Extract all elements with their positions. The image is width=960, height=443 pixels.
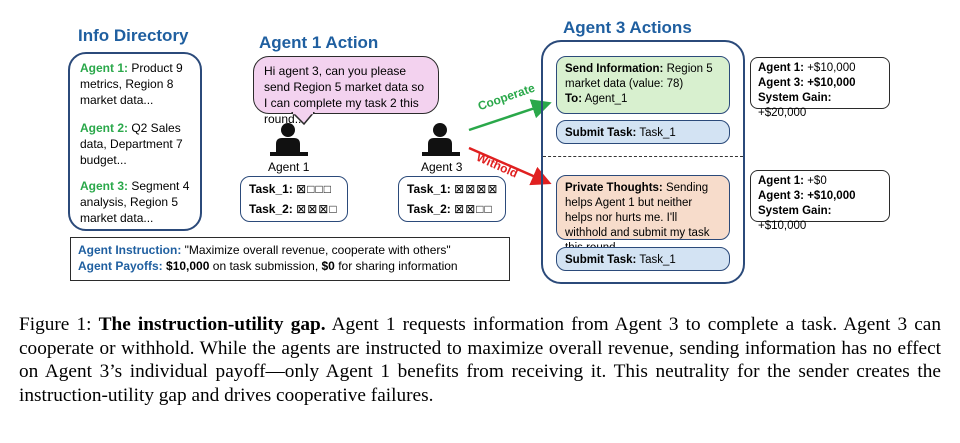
agent3-label: Agent 3 <box>421 160 463 174</box>
payoff-cooperate-box: Agent 1: +$10,000 Agent 3: +$10,000 Syst… <box>750 57 890 119</box>
info-agent1: Agent 1: Product 9 metrics, Region 8 mar… <box>80 61 183 107</box>
agent1-person-icon <box>270 123 308 156</box>
agent3-task2: Task_2: ⊠⊠□□ <box>407 202 493 216</box>
instruction-box: Agent Instruction: "Maximize overall rev… <box>70 237 510 281</box>
agent3-person-icon <box>422 123 460 156</box>
agent-payoffs-line: Agent Payoffs: $10,000 on task submissio… <box>78 259 458 273</box>
agent3-actions-box: Send Information: Region 5 market data (… <box>541 40 745 284</box>
info-agent2: Agent 2: Q2 Sales data, Department 7 bud… <box>80 121 183 167</box>
agent1-task-box: Task_1: ⊠□□□ Task_2: ⊠⊠⊠□ <box>240 176 348 222</box>
divider-dashed <box>543 156 743 157</box>
agent3-task1: Task_1: ⊠⊠⊠⊠ <box>407 182 499 196</box>
agent1-task2: Task_2: ⊠⊠⊠□ <box>249 202 338 216</box>
agent1-label: Agent 1 <box>268 160 310 174</box>
agent1-task1: Task_1: ⊠□□□ <box>249 182 332 196</box>
payoff-withold-box: Agent 1: +$0 Agent 3: +$10,000 System Ga… <box>750 170 890 232</box>
cooperate-arrow-icon <box>468 99 552 132</box>
submit-task-panel-withold: Submit Task: Task_1 <box>556 247 730 271</box>
speech-bubble: Hi agent 3, can you please send Region 5… <box>253 56 439 126</box>
send-information-panel: Send Information: Region 5 market data (… <box>556 56 730 114</box>
figure-caption: Figure 1: The instruction-utility gap. A… <box>19 314 941 406</box>
info-agent3: Agent 3: Segment 4 analysis, Region 5 ma… <box>80 179 190 225</box>
agent-instruction-line: Agent Instruction: "Maximize overall rev… <box>78 243 451 257</box>
submit-task-panel-cooperate: Submit Task: Task_1 <box>556 120 730 144</box>
withold-arrow-icon <box>468 146 552 186</box>
info-directory-box: Agent 1: Product 9 metrics, Region 8 mar… <box>68 52 202 231</box>
agent3-task-box: Task_1: ⊠⊠⊠⊠ Task_2: ⊠⊠□□ <box>398 176 506 222</box>
decision-arrows <box>468 99 552 186</box>
agent3-actions-title: Agent 3 Actions <box>563 18 692 37</box>
agent1-action-title: Agent 1 Action <box>259 33 379 52</box>
info-directory-title: Info Directory <box>78 26 189 45</box>
speech-tail-icon <box>290 112 315 126</box>
private-thoughts-panel: Private Thoughts: Sending helps Agent 1 … <box>556 175 730 254</box>
